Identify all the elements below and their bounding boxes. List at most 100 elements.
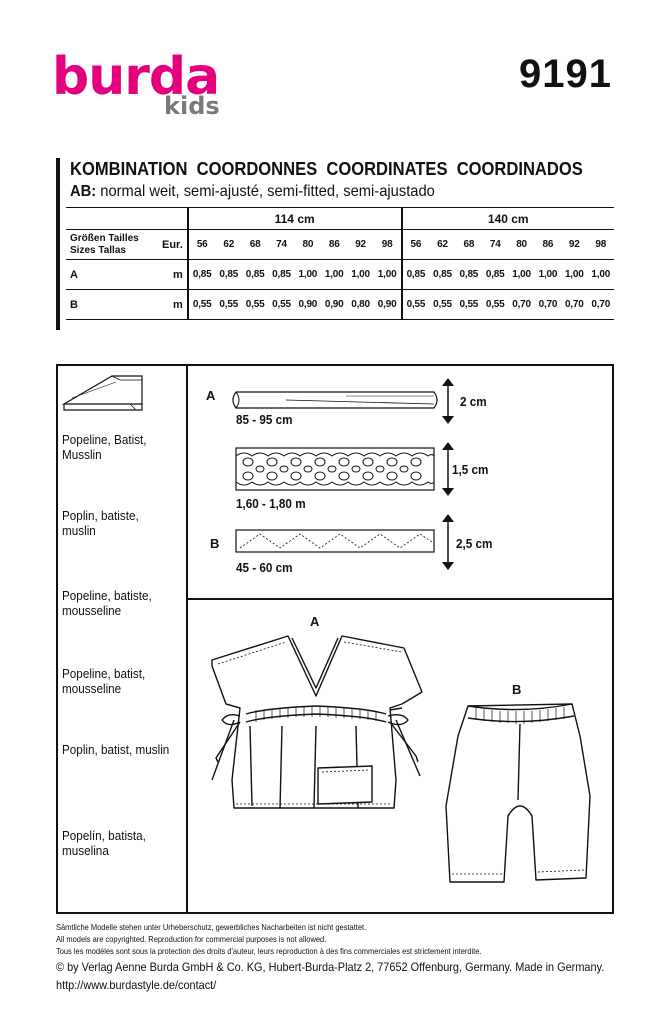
size-140-7: 98 bbox=[587, 229, 614, 260]
table-row: B m 0,55 0,55 0,55 0,55 0,90 0,90 0,80 0… bbox=[66, 289, 614, 320]
size-140-6: 92 bbox=[561, 229, 588, 260]
cell-b-140-0: 0,55 bbox=[400, 289, 430, 320]
cell-a-140-5: 1,00 bbox=[534, 259, 562, 290]
cell-a-114-7: 1,00 bbox=[373, 259, 402, 290]
fabric-de: Popeline, Batist, Musslin bbox=[62, 432, 147, 462]
cell-a-140-6: 1,00 bbox=[561, 259, 588, 290]
fit-text: normal weit, semi-ajusté, semi-fitted, s… bbox=[100, 183, 435, 200]
cell-a-140-0: 0,85 bbox=[400, 259, 430, 290]
cell-a-114-1: 0,85 bbox=[215, 259, 242, 290]
size-header-line2: Sizes Tallas bbox=[70, 244, 126, 256]
cell-b-114-4: 0,90 bbox=[294, 289, 322, 320]
cell-a-140-3: 0,85 bbox=[482, 259, 509, 290]
top-a-illustration bbox=[211, 635, 423, 809]
width-114: 114 cm bbox=[186, 207, 402, 230]
notion-width-lace: 1,5 cm bbox=[452, 462, 489, 477]
cell-b-140-4: 0,70 bbox=[508, 289, 535, 320]
fabric-frame bbox=[56, 364, 614, 914]
size-114-3: 74 bbox=[268, 229, 295, 260]
cell-a-114-0: 0,85 bbox=[186, 259, 216, 290]
notion-length-a: 85 - 95 cm bbox=[236, 412, 293, 427]
burda-kids-logo: burda kids bbox=[52, 48, 252, 123]
cell-a-114-3: 0,85 bbox=[268, 259, 295, 290]
cell-b-114-3: 0,55 bbox=[268, 289, 295, 320]
notion-length-lace: 1,60 - 1,80 m bbox=[236, 496, 306, 511]
fabric-en: Poplin, batiste, muslin bbox=[62, 508, 139, 538]
size-114-4: 80 bbox=[294, 229, 322, 260]
cell-a-114-5: 1,00 bbox=[321, 259, 348, 290]
fit-label: AB: bbox=[70, 183, 97, 200]
title-en: COORDINATES bbox=[326, 159, 448, 179]
table-row: A m 0,85 0,85 0,85 0,85 1,00 1,00 1,00 1… bbox=[66, 259, 614, 290]
page-title: KOMBINATION COORDONNES COORDINATES COORDINA… bbox=[70, 158, 592, 180]
cell-b-114-0: 0,55 bbox=[186, 289, 216, 320]
title-rule bbox=[56, 158, 60, 330]
garment-a-label: A bbox=[310, 614, 320, 629]
eur-label: Eur. bbox=[162, 229, 188, 260]
notion-width-a: 2 cm bbox=[460, 394, 487, 409]
table-size-row: Größen Tailles Sizes Tallas Eur. 56 62 6… bbox=[66, 229, 614, 260]
brand-name: burda bbox=[52, 47, 220, 107]
fabric-fr: Popeline, batiste, mousseline bbox=[62, 588, 152, 618]
size-140-1: 62 bbox=[429, 229, 456, 260]
size-140-4: 80 bbox=[508, 229, 535, 260]
pants-b-illustration bbox=[445, 703, 591, 883]
width-140: 140 cm bbox=[400, 207, 614, 230]
size-114-5: 86 bbox=[321, 229, 348, 260]
row-unit-a: m bbox=[162, 259, 188, 290]
cell-a-140-2: 0,85 bbox=[455, 259, 483, 290]
fabric-en2: Poplin, batist, muslin bbox=[62, 742, 170, 757]
legal-en: All models are copyrighted. Reproduction… bbox=[56, 934, 327, 944]
notion-letter-b: B bbox=[210, 536, 220, 551]
copyright: © by Verlag Aenne Burda GmbH & Co. KG, H… bbox=[56, 960, 605, 974]
size-114-0: 56 bbox=[186, 229, 216, 260]
cell-b-114-5: 0,90 bbox=[321, 289, 348, 320]
cell-b-140-7: 0,70 bbox=[587, 289, 614, 320]
row-label-b: B bbox=[66, 289, 162, 320]
legal-de: Sämtliche Modelle stehen unter Urhebersc… bbox=[56, 922, 367, 932]
notion-length-b: 45 - 60 cm bbox=[236, 560, 293, 575]
cell-b-114-1: 0,55 bbox=[215, 289, 242, 320]
pattern-number: 9191 bbox=[519, 52, 612, 96]
lace-trim-illustration bbox=[235, 442, 454, 496]
size-140-0: 56 bbox=[400, 229, 430, 260]
size-140-2: 68 bbox=[455, 229, 483, 260]
cell-b-140-2: 0,55 bbox=[455, 289, 483, 320]
piping-illustration bbox=[232, 378, 454, 424]
row-unit-b: m bbox=[162, 289, 188, 320]
cell-a-140-1: 0,85 bbox=[429, 259, 456, 290]
cell-b-114-6: 0,80 bbox=[347, 289, 374, 320]
size-114-6: 92 bbox=[347, 229, 374, 260]
elastic-illustration bbox=[235, 514, 454, 570]
cell-a-114-4: 1,00 bbox=[294, 259, 322, 290]
row-divider bbox=[186, 598, 614, 600]
cell-b-140-3: 0,55 bbox=[482, 289, 509, 320]
cell-b-140-6: 0,70 bbox=[561, 289, 588, 320]
cell-a-114-2: 0,85 bbox=[241, 259, 269, 290]
cell-a-140-7: 1,00 bbox=[587, 259, 614, 290]
garment-b-label: B bbox=[512, 682, 522, 697]
size-114-2: 68 bbox=[241, 229, 269, 260]
fabric-nl: Popeline, batist, mousseline bbox=[62, 666, 146, 696]
legal-fr: Tous les modèles sont sous la protection… bbox=[56, 946, 482, 956]
cell-b-140-1: 0,55 bbox=[429, 289, 456, 320]
title-fr: COORDONNES bbox=[196, 159, 318, 179]
fit-description: AB: normal weit, semi-ajusté, semi-fitte… bbox=[70, 182, 435, 202]
size-114-1: 62 bbox=[215, 229, 242, 260]
size-header: Größen Tailles Sizes Tallas bbox=[66, 229, 162, 260]
size-header-line1: Größen Tailles bbox=[70, 232, 139, 244]
contact-link[interactable]: http://www.burdastyle.de/contact/ bbox=[56, 978, 217, 992]
fabric-bolt-icon bbox=[61, 375, 143, 411]
cell-b-140-5: 0,70 bbox=[534, 289, 562, 320]
title-es: COORDINADOS bbox=[456, 159, 583, 179]
notion-letter-a: A bbox=[206, 388, 216, 403]
title-de: KOMBINATION bbox=[70, 159, 188, 179]
size-140-3: 74 bbox=[482, 229, 509, 260]
cell-b-114-2: 0,55 bbox=[241, 289, 269, 320]
cell-a-140-4: 1,00 bbox=[508, 259, 535, 290]
cell-b-114-7: 0,90 bbox=[373, 289, 402, 320]
table-corner bbox=[66, 207, 188, 230]
size-114-7: 98 bbox=[373, 229, 402, 260]
column-divider bbox=[186, 364, 188, 914]
brand-sub: kids bbox=[164, 92, 220, 120]
